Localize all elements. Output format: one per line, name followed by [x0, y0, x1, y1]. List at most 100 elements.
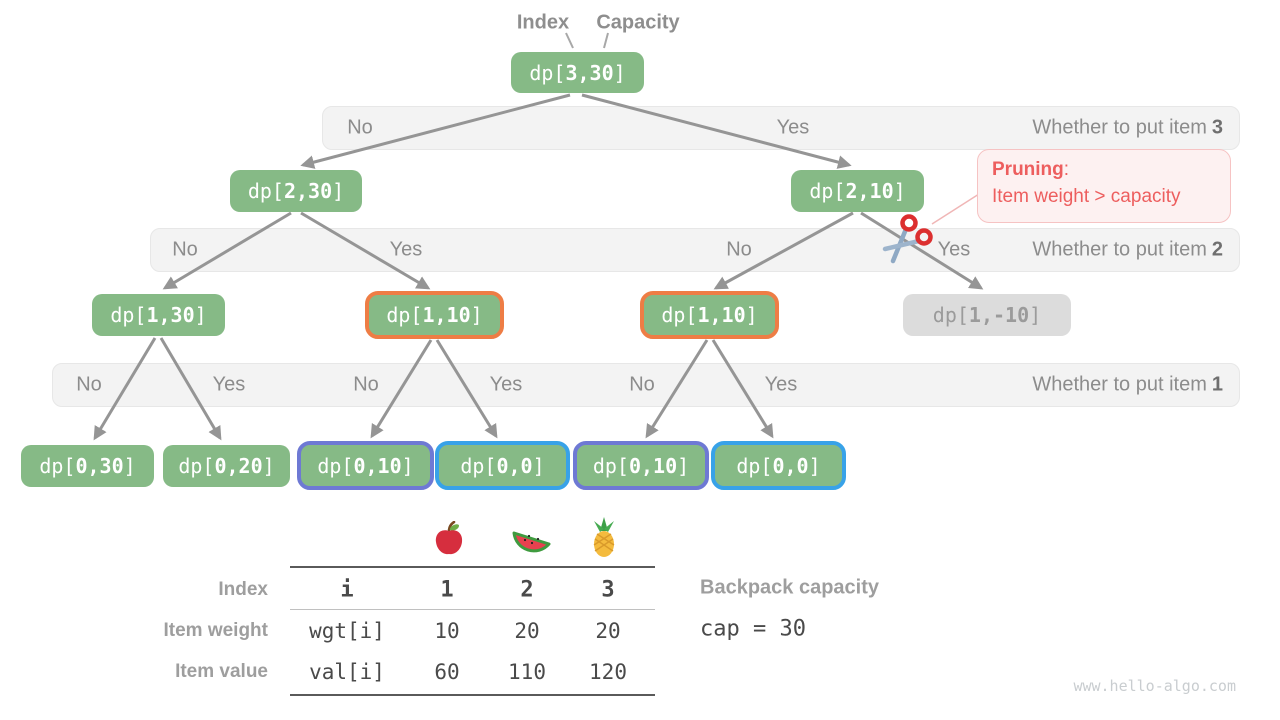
tree-node-dp-3-30: dp[3,30]	[511, 52, 644, 93]
watermark: www.hello-algo.com	[1073, 677, 1236, 695]
node-label: dp[	[110, 303, 147, 327]
table-cell: 3	[601, 577, 615, 603]
tree-node-dp-0-0-second: dp[0,0]	[711, 441, 846, 490]
answer-no: No	[76, 373, 102, 396]
index-pointer-label: Index	[516, 11, 570, 34]
node-label: dp[	[317, 453, 354, 478]
scissors-icon	[882, 214, 933, 264]
node-label: ]	[401, 453, 414, 478]
answer-no: No	[353, 373, 379, 396]
table-cell: 120	[589, 660, 627, 684]
table-cell: 1	[440, 577, 454, 603]
answer-no: No	[172, 238, 198, 261]
node-label: ]	[1029, 303, 1042, 327]
table-cell: val[i]	[309, 660, 385, 684]
edge-dp130-dp020	[159, 337, 222, 441]
pruning-callout-line	[931, 193, 980, 225]
node-args: 3,30	[565, 60, 614, 85]
node-label: ]	[613, 60, 626, 85]
tree-node-dp-0-10-first: dp[0,10]	[297, 441, 434, 490]
table-row-label-weight: Item weight	[163, 620, 268, 641]
node-label: dp[	[809, 179, 846, 203]
tree-node-dp-0-20: dp[0,20]	[163, 445, 290, 487]
table-rule-bottom	[290, 694, 655, 696]
node-label: dp[	[736, 453, 773, 478]
node-args: 0,0	[496, 453, 533, 478]
edge-dp230-dp130	[162, 211, 292, 290]
table-row-label-value: Item value	[175, 661, 268, 682]
band-question-text: Whether to put item	[1032, 238, 1207, 261]
band-question-item: 3	[1211, 116, 1223, 139]
table-rule-middle	[290, 609, 655, 610]
backpack-capacity-value: cap = 30	[700, 616, 806, 642]
edge-dp110a-dp010a	[370, 339, 433, 439]
pruning-callout: Pruning: Item weight > capacity	[977, 149, 1231, 223]
tree-node-dp-2-30: dp[2,30]	[230, 170, 362, 212]
table-cell: 20	[595, 619, 621, 643]
table-cell: wgt[i]	[309, 619, 385, 643]
node-args: 0,10	[628, 453, 678, 478]
node-label: dp[	[247, 179, 284, 203]
node-label: dp[	[460, 453, 497, 478]
capacity-pointer-label: Capacity	[596, 11, 680, 34]
table-cell: i	[340, 577, 354, 603]
edge-dp110b-dp00b	[711, 339, 774, 439]
node-label: ]	[194, 303, 207, 327]
node-args: 2,10	[845, 179, 894, 203]
edge-dp110a-dp00a	[435, 339, 498, 439]
edge-dp230-dp110a	[300, 211, 431, 290]
node-args: 0,10	[353, 453, 402, 478]
node-args: 1,10	[422, 303, 471, 327]
pruning-colon: :	[1063, 159, 1070, 180]
answer-yes: Yes	[389, 238, 423, 261]
apple-icon	[435, 521, 463, 555]
tree-node-dp-0-10-second: dp[0,10]	[573, 441, 709, 490]
node-label: dp[	[386, 303, 423, 327]
answer-no: No	[347, 116, 373, 139]
node-args: 0,30	[75, 454, 124, 478]
node-label: ]	[262, 454, 275, 478]
node-args: 1,30	[146, 303, 195, 327]
table-cell: 2	[520, 577, 534, 603]
band-question-item: 2	[1211, 238, 1223, 261]
band-question-text: Whether to put item	[1032, 116, 1207, 139]
table-cell: 10	[434, 619, 460, 643]
table-row-label-index: Index	[218, 579, 268, 600]
table-cell: 60	[434, 660, 460, 684]
edge-dp110b-dp010b	[645, 339, 709, 439]
index-pointer-line	[565, 32, 574, 49]
node-label: dp[	[932, 303, 969, 327]
node-label: ]	[893, 179, 906, 203]
answer-yes: Yes	[776, 116, 810, 139]
pruning-text: Item weight > capacity	[992, 186, 1181, 207]
pruning-title: Pruning	[992, 159, 1064, 180]
node-args: 1,-10	[968, 303, 1030, 327]
node-label: dp[	[178, 454, 215, 478]
edge-dp210-dp1neg10	[860, 211, 984, 290]
tree-node-dp-1-10-first: dp[1,10]	[365, 291, 504, 339]
band-question-item: 1	[1211, 373, 1223, 396]
edge-dp330-dp230	[300, 93, 571, 169]
capacity-pointer-line	[603, 32, 609, 49]
node-label: dp[	[529, 60, 566, 85]
node-label: ]	[470, 303, 483, 327]
node-args: 2,30	[283, 179, 333, 203]
answer-yes: Yes	[489, 373, 523, 396]
edge-dp130-dp030	[93, 337, 157, 441]
answer-yes: Yes	[764, 373, 798, 396]
watermelon-icon	[512, 531, 551, 553]
pineapple-icon	[593, 517, 615, 557]
table-rule-top	[290, 566, 655, 568]
tree-node-dp-1-10-second: dp[1,10]	[640, 291, 779, 339]
answer-yes: Yes	[937, 238, 971, 261]
answer-yes: Yes	[212, 373, 246, 396]
answer-no: No	[726, 238, 752, 261]
tree-node-dp-1-neg10-pruned: dp[1,-10]	[903, 294, 1071, 336]
node-label: dp[	[592, 453, 629, 478]
node-label: ]	[123, 454, 136, 478]
